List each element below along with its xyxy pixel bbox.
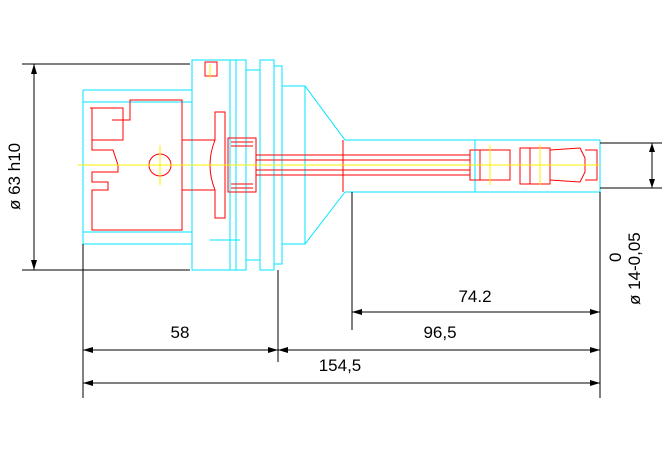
dim-length-58: 58 — [171, 323, 190, 342]
dimension-lines — [22, 63, 662, 398]
dim-length-96-5: 96,5 — [423, 323, 456, 342]
dim-flange-diameter: ø 63 h10 — [5, 143, 24, 210]
dim-length-total: 154,5 — [319, 356, 362, 375]
dim-collet-tolerance-upper: 0 — [606, 253, 625, 262]
section-contour — [90, 61, 598, 231]
center-lines — [78, 64, 600, 185]
dim-length-74-2: 74.2 — [458, 287, 491, 306]
dim-collet-diameter: ø 14-0,05 — [625, 232, 644, 305]
